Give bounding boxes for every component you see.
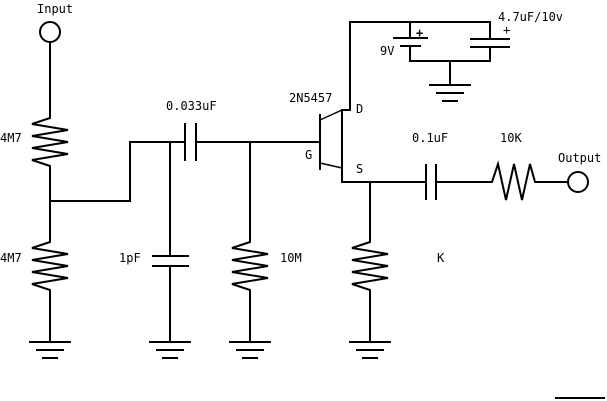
ground-symbol — [429, 84, 471, 102]
ground-symbol — [349, 341, 391, 359]
label-r-bottom: 4M7 — [0, 251, 22, 265]
label-transistor: 2N5457 — [289, 91, 332, 105]
wire-source — [341, 167, 489, 342]
label-pin-source: S — [356, 162, 363, 176]
output-terminal — [567, 171, 589, 193]
label-c-output: 0.1uF — [412, 131, 448, 145]
resistor-source — [351, 234, 389, 292]
label-r-top: 4M7 — [0, 131, 22, 145]
resistor-4m7-bottom — [31, 234, 69, 292]
label-battery: 9V — [380, 44, 394, 58]
input-label: Input — [37, 2, 73, 16]
resistor-10k — [488, 160, 568, 201]
label-r-source: K — [437, 251, 445, 265]
ground-symbol — [29, 341, 71, 359]
label-c-input: 1pF — [119, 251, 141, 265]
capacitor-1pf — [152, 255, 189, 267]
plus-cap: + — [503, 23, 510, 37]
label-r-gate: 10M — [280, 251, 302, 265]
label-c-supply: 4.7uF/10v — [498, 10, 563, 24]
ground-symbol — [149, 341, 191, 359]
label-pin-drain: D — [356, 102, 363, 116]
wire-supply-return — [409, 60, 491, 85]
capacitor-01uf — [425, 164, 437, 200]
battery-9v — [393, 21, 428, 62]
plus-battery: + — [416, 26, 423, 40]
output-label: Output — [558, 151, 601, 165]
wire-divider-mid — [49, 141, 131, 235]
jfet-2n5457 — [319, 109, 343, 170]
ground-symbol — [229, 341, 271, 359]
resistor-10m — [231, 234, 269, 292]
label-c-coupling: 0.033uF — [166, 99, 217, 113]
capacitor-47uf — [470, 21, 510, 62]
input-terminal — [39, 21, 61, 43]
label-pin-gate: G — [305, 148, 312, 162]
resistor-4m7-top — [31, 110, 69, 168]
capacitor-0033uf — [184, 123, 197, 161]
wire-drain-supply — [341, 21, 491, 111]
label-r-output: 10K — [500, 131, 522, 145]
